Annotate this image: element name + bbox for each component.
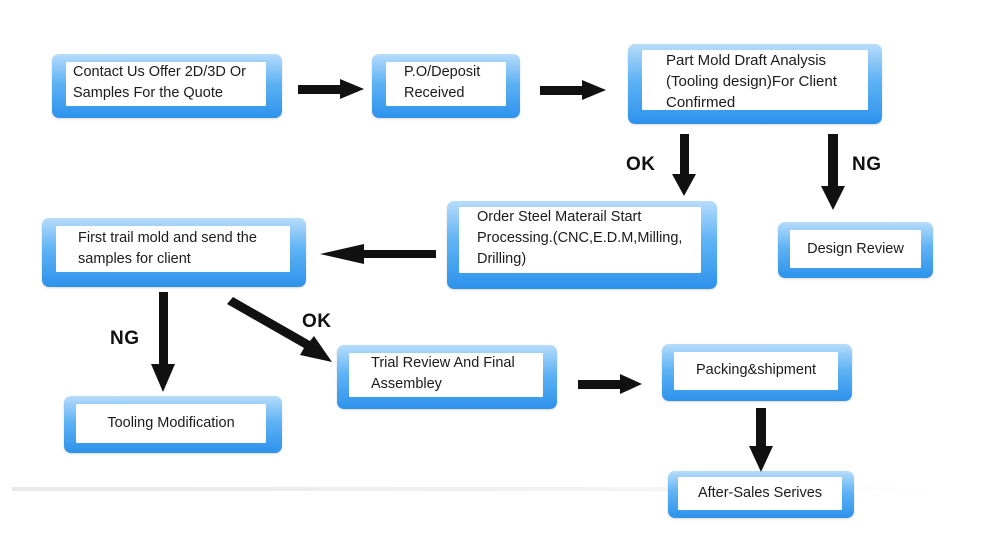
step-packing-shipment-line-1: Packing&shipment — [695, 362, 817, 378]
step-after-sales-panel: After-Sales Serives — [678, 477, 842, 510]
step-trial-review-line-1: Trial Review And Final — [371, 355, 515, 371]
step-draft-analysis-line-2: (Tooling design)For Client — [666, 73, 837, 90]
arrow-draft-to-design-review — [821, 134, 845, 210]
arrow-first-trial-to-tooling — [151, 292, 175, 392]
arrow-packing-to-after-sales — [749, 408, 773, 472]
step-po-deposit-line-1: P.O/Deposit — [404, 64, 481, 80]
step-contact-us-line-1: Contact Us Offer 2D/3D Or — [73, 64, 246, 80]
arrow-order-to-first-trial — [320, 244, 436, 264]
label-ng-first-trial: NG — [110, 328, 140, 349]
step-design-review-line-1: Design Review — [807, 241, 904, 257]
arrow-trial-review-to-packing — [578, 374, 642, 394]
label-ng-draft: NG — [852, 154, 882, 175]
step-draft-analysis-panel: Part Mold Draft Analysis (Tooling design… — [642, 50, 868, 111]
step-order-steel: Order Steel Materail Start Processing.(C… — [447, 201, 717, 289]
step-tooling-modification-panel: Tooling Modification — [76, 404, 266, 443]
step-packing-shipment-panel: Packing&shipment — [674, 352, 838, 390]
step-trial-review-line-2: Assembley — [371, 376, 442, 392]
step-contact-us: Contact Us Offer 2D/3D Or Samples For th… — [52, 54, 282, 118]
label-ok-draft: OK — [626, 154, 656, 175]
step-order-steel-line-3: Drilling) — [477, 251, 527, 267]
step-contact-us-line-2: Samples For the Quote — [73, 85, 223, 101]
step-first-trial-line-2: samples for client — [78, 251, 191, 267]
step-draft-analysis: Part Mold Draft Analysis (Tooling design… — [628, 44, 882, 124]
arrow-contact-to-po — [298, 79, 364, 99]
step-packing-shipment: Packing&shipment — [662, 344, 852, 401]
step-draft-analysis-line-3: Confirmed — [666, 94, 736, 111]
step-trial-review-panel: Trial Review And Final Assembley — [349, 353, 543, 397]
step-design-review-panel: Design Review — [790, 230, 921, 268]
step-order-steel-line-1: Order Steel Materail Start — [477, 209, 642, 225]
step-po-deposit-panel: P.O/Deposit Received — [386, 62, 506, 106]
label-ok-first-trial: OK — [302, 311, 332, 332]
step-first-trial-line-1: First trail mold and send the — [78, 230, 257, 246]
step-order-steel-line-2: Processing.(CNC,E.D.M,Milling, — [477, 230, 683, 246]
step-design-review: Design Review — [778, 222, 933, 278]
step-trial-review: Trial Review And Final Assembley — [337, 345, 557, 409]
step-order-steel-panel: Order Steel Materail Start Processing.(C… — [459, 207, 701, 273]
step-tooling-modification: Tooling Modification — [64, 396, 282, 453]
step-contact-us-panel: Contact Us Offer 2D/3D Or Samples For th… — [66, 62, 266, 106]
step-after-sales: After-Sales Serives — [668, 471, 854, 518]
step-first-trial: First trail mold and send the samples fo… — [42, 218, 306, 287]
step-draft-analysis-line-1: Part Mold Draft Analysis — [666, 52, 827, 69]
step-tooling-modification-line-1: Tooling Modification — [107, 415, 235, 431]
baseline-divider — [12, 487, 942, 491]
step-po-deposit-line-2: Received — [404, 85, 465, 101]
step-after-sales-line-1: After-Sales Serives — [697, 485, 823, 501]
arrow-first-trial-to-trial-review — [227, 297, 332, 362]
arrow-draft-to-order — [672, 134, 696, 196]
arrow-po-to-draft — [540, 80, 606, 100]
step-first-trial-panel: First trail mold and send the samples fo… — [56, 226, 290, 272]
step-po-deposit: P.O/Deposit Received — [372, 54, 520, 118]
